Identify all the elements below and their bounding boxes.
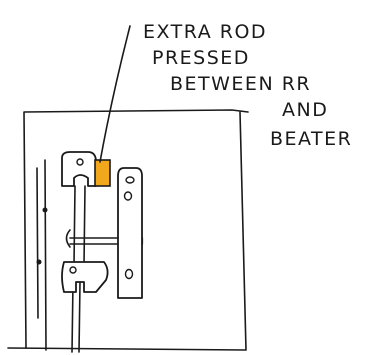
upper-hook-part bbox=[61, 151, 97, 187]
beater-arm bbox=[117, 167, 143, 299]
annotation-line-2: PRESSED bbox=[152, 47, 250, 69]
rail-mark-upper bbox=[42, 207, 48, 213]
beater-hole-mid bbox=[123, 191, 133, 201]
annotation-line-1: EXTRA ROD bbox=[143, 21, 267, 43]
annotation-line-3: BETWEEN RR bbox=[170, 73, 311, 95]
annotation-label: EXTRA ROD PRESSED BETWEEN RR AND BEATER bbox=[143, 21, 352, 150]
annotation-line-5: BEATER bbox=[270, 128, 352, 150]
left-rail-outer bbox=[36, 167, 39, 319]
lower-hook-part bbox=[61, 261, 109, 293]
annotation-leader bbox=[99, 25, 131, 163]
shaft-lower bbox=[71, 281, 81, 353]
rail-mark-lower bbox=[36, 259, 42, 265]
annotation-line-4: AND bbox=[282, 99, 328, 121]
extra-rod bbox=[94, 159, 111, 187]
left-rail-inner bbox=[44, 159, 47, 351]
beater-hole-bottom bbox=[124, 268, 134, 280]
central-shaft bbox=[73, 185, 86, 266]
lower-hook-pin bbox=[69, 266, 77, 274]
beater-hole-top bbox=[125, 176, 135, 184]
crossbar-curl bbox=[65, 229, 71, 248]
panel-frame bbox=[7, 109, 249, 351]
upper-hook-pin bbox=[76, 158, 84, 166]
